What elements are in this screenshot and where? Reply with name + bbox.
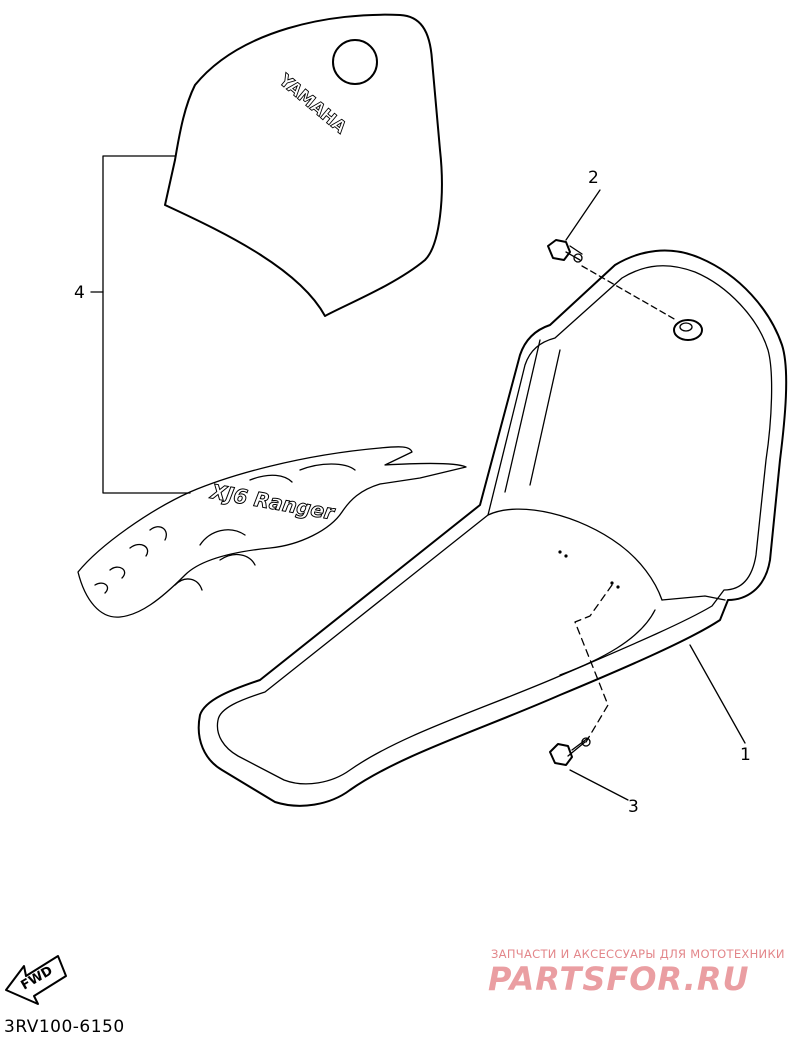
watermark-logo: PARTSFOR.RU [488,960,750,998]
fwd-arrow-icon: FWD [5,955,67,1005]
callout-3: 3 [628,797,639,817]
seat-part-1 [197,249,788,807]
seat-cover-part-4: YAMAHA [164,13,443,317]
callout-1: 1 [740,745,751,765]
callout-4: 4 [74,283,85,303]
seat-cover-yamaha-text: YAMAHA [274,70,351,139]
bolt-part-3 [549,737,591,766]
leader-lines [565,189,746,801]
bolt-part-2 [547,239,703,341]
part-code: 3RV100-6150 [4,1017,125,1037]
decal-ranger-text: XJ6 Ranger [207,479,337,525]
watermark-tagline: ЗАПЧАСТИ И АКСЕССУАРЫ ДЛЯ МОТОТЕХНИКИ [491,947,785,961]
bracket-part-4 [90,155,191,494]
decal-graphic: XJ6 Ranger [77,446,467,618]
callout-2: 2 [588,168,599,188]
